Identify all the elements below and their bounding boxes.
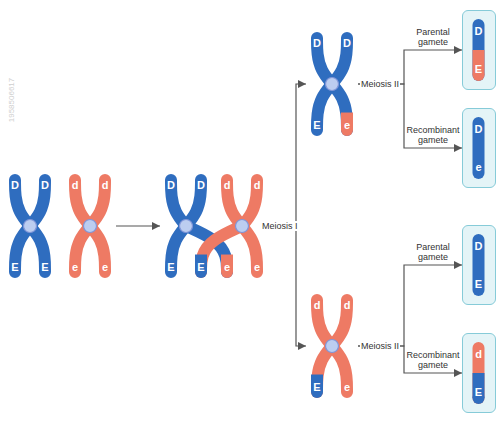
process-arrow: [268, 84, 306, 226]
allele-letter: d: [68, 179, 82, 191]
centromere: [236, 220, 249, 233]
allele-letter: E: [472, 278, 486, 290]
allele-letter: D: [472, 25, 486, 37]
chromosome-shape: [463, 11, 497, 91]
allele-letter: D: [340, 37, 354, 49]
centromere: [326, 340, 339, 353]
allele-letter: e: [98, 261, 112, 273]
watermark: 1958506617: [7, 78, 17, 123]
centromere: [84, 220, 97, 233]
allele-letter: e: [340, 381, 354, 393]
chromosome: D D E E: [4, 172, 56, 280]
gamete-box: DE: [462, 10, 496, 90]
allele-letter: d: [250, 179, 264, 191]
allele-letter: d: [310, 299, 324, 311]
allele-letter: e: [340, 119, 354, 131]
allele-letter: E: [194, 261, 208, 273]
allele-letter: e: [250, 261, 264, 273]
allele-letter: D: [194, 179, 208, 191]
allele-letter: D: [164, 179, 178, 191]
edge-label: Parental gamete: [406, 27, 460, 47]
allele-letter: E: [8, 261, 22, 273]
chromosome-shape: [463, 226, 497, 306]
chromatid-rod: [473, 25, 485, 75]
gamete-box: De: [462, 108, 496, 188]
centromere: [180, 220, 193, 233]
chromosome: d dEe: [306, 292, 358, 400]
allele-letter: E: [310, 119, 324, 131]
allele-letter: e: [220, 261, 234, 273]
chromosome-shape: [463, 334, 497, 414]
chromatid-rod: [473, 123, 485, 173]
process-arrow: [358, 84, 462, 148]
allele-letter: E: [38, 261, 52, 273]
gamete-box: dE: [462, 333, 496, 413]
chromosome: D D Ee: [306, 30, 358, 138]
allele-letter: D: [472, 240, 486, 252]
chromosome: d d e e: [64, 172, 116, 280]
allele-letter: E: [164, 261, 178, 273]
centromere: [326, 78, 339, 91]
process-arrow: [358, 265, 462, 346]
allele-letter: d: [220, 179, 234, 191]
edge-label: Recombinant gamete: [406, 350, 460, 370]
chromosome-shape: [463, 109, 497, 189]
allele-letter: E: [472, 63, 486, 75]
allele-letter: E: [472, 386, 486, 398]
allele-letter: E: [310, 381, 324, 393]
allele-letter: d: [98, 179, 112, 191]
edge-label: Recombinant gamete: [406, 125, 460, 145]
chromatid-arm: [201, 226, 242, 272]
stage-label: Meiosis II: [360, 79, 400, 89]
process-arrow: [268, 226, 306, 346]
edge-label: Parental gamete: [406, 242, 460, 262]
allele-letter: D: [310, 37, 324, 49]
chromatid-rod: [473, 348, 485, 398]
process-arrow: [116, 225, 160, 226]
allele-letter: e: [472, 161, 486, 173]
gamete-box: DE: [462, 225, 496, 305]
edge-label: Meiosis I: [261, 221, 299, 231]
stage-label: Meiosis II: [360, 341, 400, 351]
allele-letter: d: [472, 348, 486, 360]
allele-letter: D: [472, 123, 486, 135]
allele-letter: D: [38, 179, 52, 191]
chromatid-rod: [473, 240, 485, 290]
allele-letter: D: [8, 179, 22, 191]
allele-letter: e: [68, 261, 82, 273]
centromere: [24, 220, 37, 233]
allele-letter: d: [340, 299, 354, 311]
